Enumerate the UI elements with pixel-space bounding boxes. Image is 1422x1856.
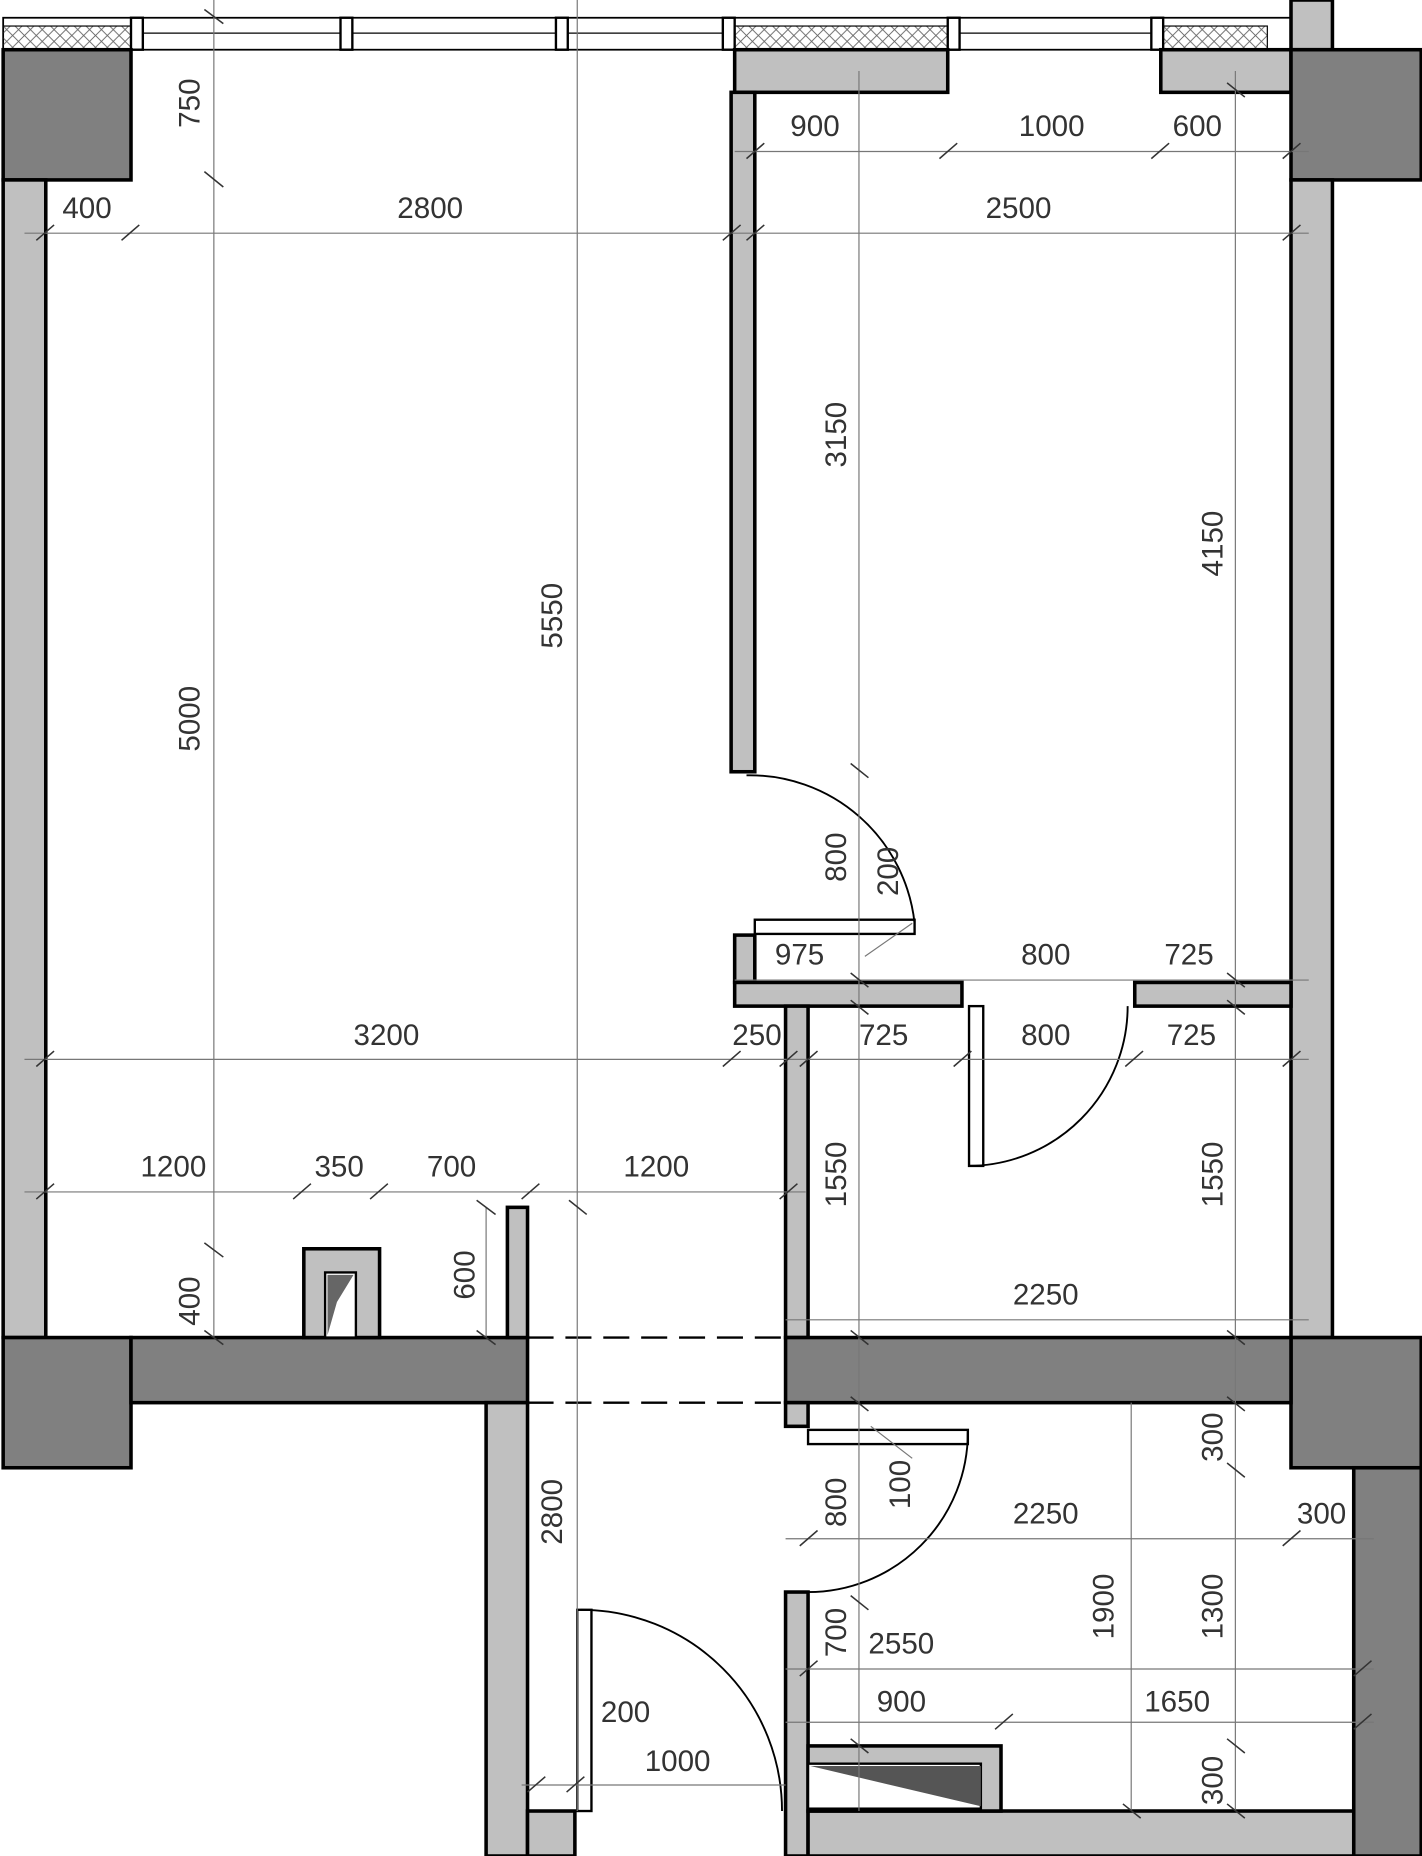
dim-label: 200 bbox=[601, 1696, 650, 1729]
dim-label: 400 bbox=[174, 1276, 207, 1325]
dim-label: 750 bbox=[174, 78, 207, 127]
windows bbox=[2, 16, 1292, 51]
dim-label: 300 bbox=[1297, 1497, 1346, 1530]
dim-label: 800 bbox=[1021, 1019, 1070, 1052]
dim-label: 725 bbox=[1164, 939, 1213, 972]
dim-label: 300 bbox=[1196, 1412, 1229, 1461]
dim-label: 1000 bbox=[645, 1745, 711, 1778]
dim-label: 600 bbox=[448, 1250, 481, 1299]
dimension-labels: 750 900 1000 600 400 2800 2500 3150 4150… bbox=[62, 78, 1346, 1805]
dim-label: 700 bbox=[820, 1608, 853, 1657]
dim-label: 3150 bbox=[820, 402, 853, 468]
dim-label: 900 bbox=[877, 1686, 926, 1719]
dim-label: 2500 bbox=[986, 192, 1052, 225]
dim-label: 3200 bbox=[354, 1019, 420, 1052]
dim-label: 300 bbox=[1196, 1756, 1229, 1805]
dim-label: 1550 bbox=[1196, 1142, 1229, 1208]
dim-label: 1200 bbox=[623, 1151, 689, 1184]
doors bbox=[576, 774, 1129, 1813]
dim-label: 250 bbox=[732, 1019, 781, 1052]
dim-label: 600 bbox=[1173, 110, 1222, 143]
dim-label: 1000 bbox=[1019, 110, 1085, 143]
dim-label: 1650 bbox=[1144, 1686, 1210, 1719]
dim-label: 350 bbox=[314, 1151, 363, 1184]
dimension-lines bbox=[24, 0, 1374, 1819]
dim-label: 1900 bbox=[1087, 1574, 1120, 1640]
dim-label: 5000 bbox=[174, 686, 207, 752]
dim-label: 800 bbox=[820, 832, 853, 881]
passage-lines bbox=[527, 1336, 786, 1404]
dim-label: 2250 bbox=[1013, 1278, 1079, 1311]
dim-label: 2550 bbox=[868, 1628, 934, 1661]
dim-label: 2800 bbox=[536, 1479, 569, 1545]
dim-label: 5550 bbox=[536, 583, 569, 649]
dim-label: 725 bbox=[859, 1019, 908, 1052]
dim-label: 200 bbox=[872, 847, 905, 896]
dim-label: 2250 bbox=[1013, 1497, 1079, 1530]
dim-label: 700 bbox=[427, 1151, 476, 1184]
dim-label: 975 bbox=[775, 939, 824, 972]
dim-label: 725 bbox=[1167, 1019, 1216, 1052]
dim-label: 1550 bbox=[820, 1142, 853, 1208]
dim-label: 900 bbox=[790, 110, 839, 143]
dim-label: 100 bbox=[884, 1460, 917, 1509]
dim-label: 1300 bbox=[1196, 1574, 1229, 1640]
dim-label: 800 bbox=[1021, 939, 1070, 972]
dim-label: 400 bbox=[62, 192, 111, 225]
dim-label: 4150 bbox=[1196, 511, 1229, 577]
dim-label: 800 bbox=[820, 1478, 853, 1527]
dim-label: 1200 bbox=[140, 1151, 206, 1184]
dim-label: 2800 bbox=[397, 192, 463, 225]
